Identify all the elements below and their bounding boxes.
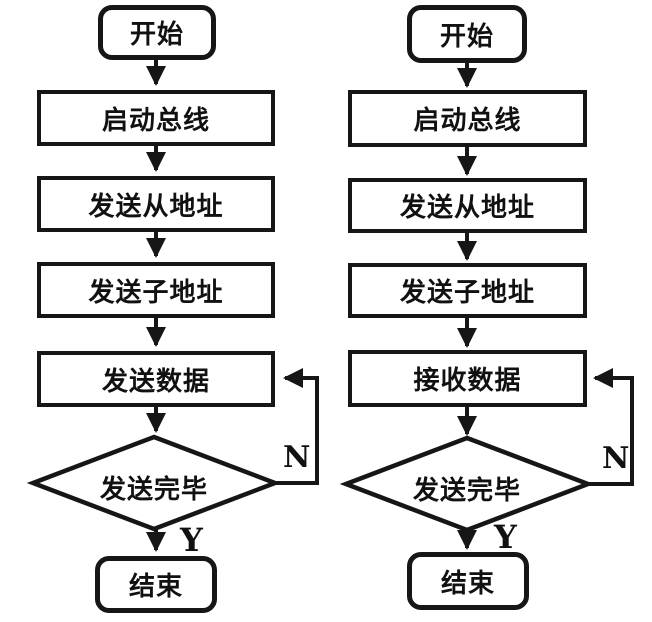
send-loop-connector-n [275,368,319,485]
receive-step-slave-address: 发送从地址 [348,178,587,233]
receive-step-sub-address: 发送子地址 [348,263,587,318]
send-step-slave-address: 发送从地址 [37,176,275,232]
receive-step-receive-data: 接收数据 [348,350,587,407]
send-step-sub-address: 发送子地址 [37,262,275,318]
receive-loop-connector-n [588,368,634,486]
receive-branch-no-label: N [602,441,630,476]
send-decision-label: 发送完毕 [99,475,208,505]
receive-decision-diamond [339,435,595,533]
send-step-send-data: 发送数据 [37,351,275,407]
send-branch-no-label: N [283,440,311,475]
send-step-start-bus: 启动总线 [37,90,275,146]
send-end-terminal: 结束 [95,556,217,613]
receive-start-terminal: 开始 [407,5,527,63]
receive-end-terminal: 结束 [407,552,529,610]
send-decision-diamond [26,434,282,532]
send-start-terminal: 开始 [98,5,216,60]
receive-decision-label: 发送完毕 [412,476,521,506]
receive-step-start-bus: 启动总线 [348,90,587,147]
send-branch-yes-label: Y [180,521,203,559]
receive-branch-yes-label: Y [494,518,517,556]
